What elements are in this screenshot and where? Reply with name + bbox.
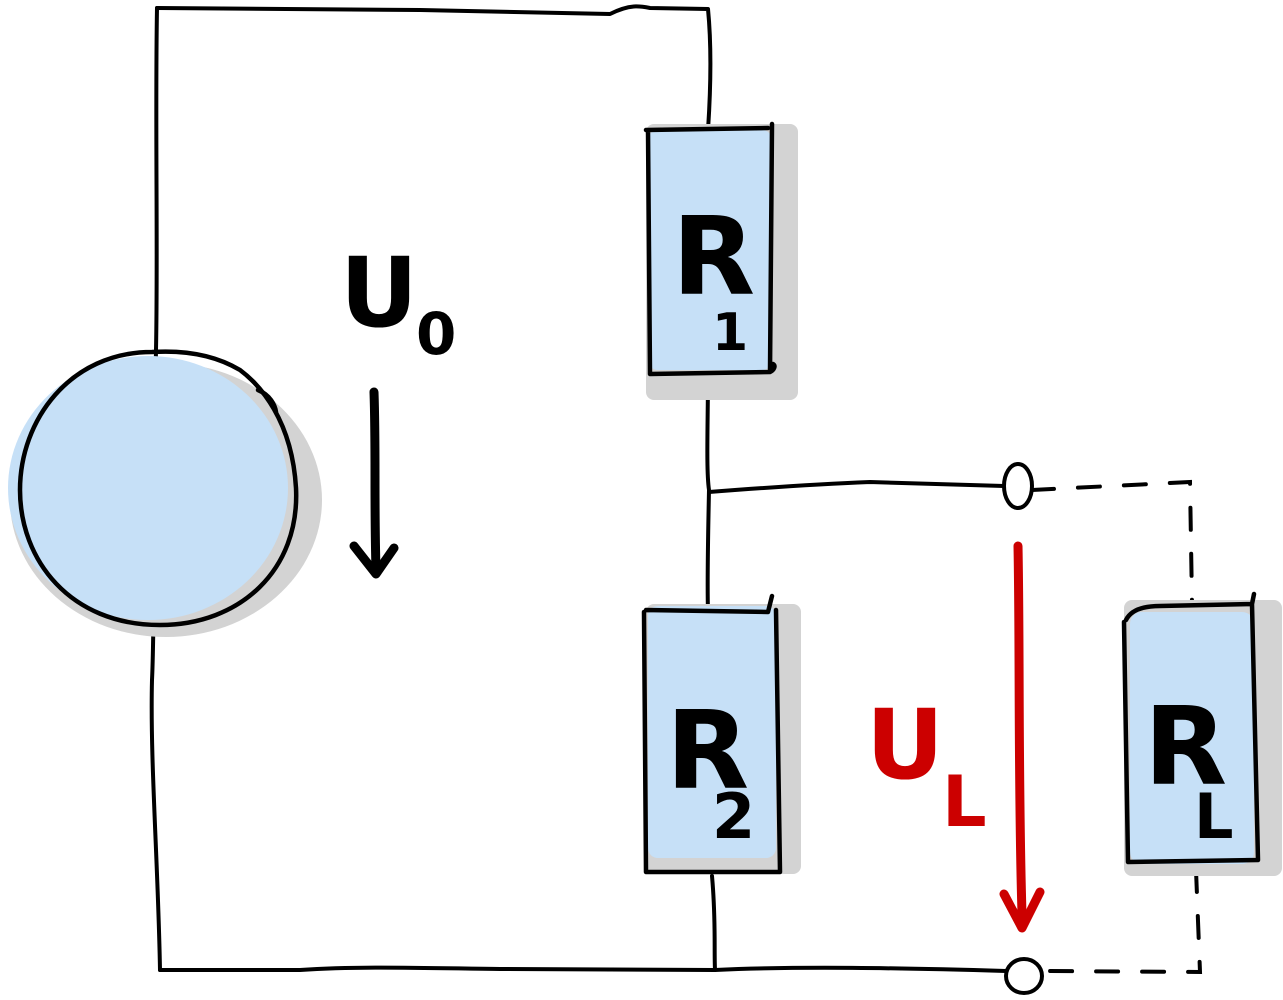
load-bottom-dashed-wire xyxy=(1042,868,1203,975)
output-terminals xyxy=(1002,462,1044,995)
u0-voltage: U 0 xyxy=(340,237,456,579)
voltage-source xyxy=(8,349,322,637)
r2-bottom-wire xyxy=(710,874,717,972)
ul-label-main: U xyxy=(866,689,944,801)
r1-label-sub: 1 xyxy=(712,303,748,363)
rl-label-sub: L xyxy=(1194,780,1234,853)
ul-voltage: U L xyxy=(866,541,1045,933)
ul-label-sub: L xyxy=(942,761,987,843)
resistor-r1: R 1 xyxy=(643,121,798,400)
top-wire xyxy=(155,4,713,132)
u0-label-main: U xyxy=(340,237,418,349)
resistor-r2: R 2 xyxy=(641,593,801,875)
u0-label-sub: 0 xyxy=(416,300,456,368)
output-top-wire xyxy=(707,480,1006,494)
load-top-dashed-wire xyxy=(1030,479,1194,605)
resistor-rl: R L xyxy=(1121,591,1282,876)
r2-label-main: R xyxy=(666,689,749,814)
bottom-wire xyxy=(158,965,1008,973)
rl-label-main: R xyxy=(1144,685,1227,810)
r1-label-main: R xyxy=(672,195,755,320)
output-terminal-bottom xyxy=(1004,957,1044,995)
ul-arrow-icon xyxy=(1013,541,1027,919)
u0-arrow-icon xyxy=(369,387,381,575)
r2-label-sub: 2 xyxy=(712,780,755,853)
output-terminal-top xyxy=(1002,462,1034,510)
